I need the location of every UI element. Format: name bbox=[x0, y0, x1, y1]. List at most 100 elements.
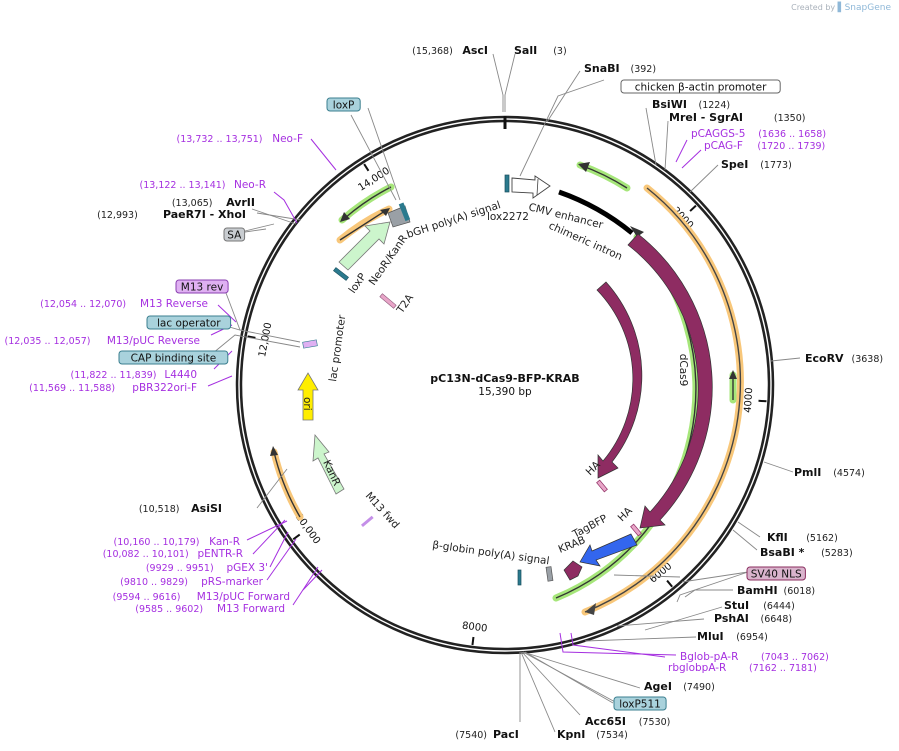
t2a-feature[interactable] bbox=[379, 293, 397, 309]
neor-kanr-feature[interactable] bbox=[338, 221, 391, 271]
restriction-site-asci[interactable]: AscI(15,368) bbox=[412, 44, 488, 57]
restriction-site-kfli[interactable]: KflI(5162) bbox=[767, 531, 838, 544]
tick-mark-6000 bbox=[666, 579, 673, 588]
site-position: (7530) bbox=[639, 717, 671, 728]
restriction-site-spei[interactable]: SpeI(1773) bbox=[721, 158, 792, 171]
primer-kan-r[interactable]: Kan-R(10,160 .. 10,179) bbox=[114, 536, 240, 548]
feature-box-cap-binding-site[interactable]: CAP binding site bbox=[118, 350, 229, 365]
tagbfp-feature[interactable] bbox=[579, 533, 638, 567]
restriction-site-bsiwi[interactable]: BsiWI(1224) bbox=[652, 98, 730, 111]
site-position: (1224) bbox=[699, 100, 731, 111]
primer-position: (12,054 .. 12,070) bbox=[40, 299, 126, 310]
site-position: (13,065) bbox=[172, 198, 213, 209]
site-position: (392) bbox=[631, 64, 657, 75]
restriction-site-avrii[interactable]: AvrII(13,065) bbox=[172, 196, 255, 209]
bgh-lox-feature[interactable] bbox=[398, 202, 411, 222]
primer-position: (7043 .. 7062) bbox=[761, 652, 829, 663]
restriction-site-pshai[interactable]: PshAI(6648) bbox=[714, 612, 792, 625]
ha-tag-1[interactable] bbox=[596, 479, 608, 493]
feature-box-label: SA bbox=[227, 230, 242, 242]
feature-box-sv40-nls[interactable]: SV40 NLS bbox=[746, 566, 806, 581]
dcas9-feature[interactable] bbox=[627, 233, 713, 529]
feature-box-label: chicken β-actin promoter bbox=[635, 82, 767, 94]
primer-position: (9810 .. 9829) bbox=[120, 577, 188, 588]
m13-fwd-feature[interactable] bbox=[360, 515, 374, 528]
feature-box-loxp511[interactable]: loxP511 bbox=[613, 696, 667, 711]
feature-box-sa[interactable]: SA bbox=[223, 227, 246, 242]
sa-box-leader bbox=[244, 228, 267, 233]
cmv-enhancer-arrow[interactable] bbox=[511, 175, 551, 199]
lox-feature-bottom[interactable] bbox=[517, 569, 522, 586]
restriction-site-agei[interactable]: AgeI (7490) bbox=[644, 680, 715, 693]
primer-position: (11,822 .. 11,839) bbox=[71, 370, 157, 381]
krab-label: KRAB bbox=[557, 534, 588, 556]
dcas9-label: dCas9 bbox=[677, 354, 689, 387]
feature-box-loxp[interactable]: loxP bbox=[326, 97, 361, 112]
restriction-site-stui[interactable]: StuI(6444) bbox=[724, 599, 795, 612]
loxp-feature[interactable] bbox=[333, 267, 349, 281]
kanr-label: KanR bbox=[320, 458, 342, 488]
feature-box-bg bbox=[746, 566, 806, 581]
restriction-site-kpni[interactable]: KpnI(7534) bbox=[557, 728, 628, 741]
orf-orange-main-line bbox=[584, 187, 742, 613]
site-position: (5283) bbox=[821, 548, 853, 559]
primer-prs-marker[interactable]: pRS-marker(9810 .. 9829) bbox=[120, 576, 264, 588]
site-position: (1350) bbox=[774, 113, 806, 124]
primer-name: M13/pUC Reverse bbox=[107, 335, 200, 347]
primer-pentr-r[interactable]: pENTR-R (10,082 .. 10,101) bbox=[103, 548, 243, 560]
feature-box-chicken-actin-promoter[interactable]: chicken β-actin promoter bbox=[620, 79, 781, 94]
primer-pcag-f[interactable]: pCAG-F(1720 .. 1739) bbox=[704, 140, 825, 152]
lac-operator-feature[interactable] bbox=[302, 339, 318, 349]
gray-feature[interactable] bbox=[545, 566, 554, 582]
primer-rbglobpa-r[interactable]: rbglobpA-R(7162 .. 7181) bbox=[668, 662, 817, 674]
restriction-site-bsabi-[interactable]: BsaBI *(5283) bbox=[760, 546, 853, 559]
feature-box-bg bbox=[326, 97, 361, 112]
restriction-site-snabi[interactable]: SnaBI(392) bbox=[584, 62, 656, 75]
kanr-feature[interactable] bbox=[312, 433, 345, 495]
cmv-enhancer-feature[interactable] bbox=[511, 175, 551, 199]
feature-box-label: SV40 NLS bbox=[751, 569, 802, 581]
restriction-site-acc65i[interactable]: Acc65I(7530) bbox=[585, 715, 670, 728]
primer-neo-r[interactable]: Neo-R(13,122 .. 13,141) bbox=[140, 179, 266, 191]
krab-feature[interactable] bbox=[563, 560, 583, 581]
lox2272-feature[interactable] bbox=[504, 174, 510, 193]
primer-pbr322ori-f[interactable]: pBR322ori-F(11,569 .. 11,588) bbox=[29, 382, 197, 394]
primer-name: Neo-F bbox=[272, 133, 303, 145]
orf-orange-arrow-icon bbox=[585, 603, 596, 615]
primer-name: pENTR-R bbox=[197, 548, 243, 560]
site-position: (7534) bbox=[596, 730, 628, 741]
primer-m13-reverse[interactable]: M13 Reverse(12,054 .. 12,070) bbox=[40, 298, 208, 310]
ha-tag-2[interactable] bbox=[630, 523, 642, 537]
primer-l4440[interactable]: L4440 (11,822 .. 11,839) bbox=[71, 369, 197, 381]
restriction-site-sali[interactable]: SalI(3) bbox=[514, 44, 567, 57]
primer-pcaggs-5[interactable]: pCAGGS-5(1636 .. 1658) bbox=[691, 128, 826, 140]
restriction-site-ecorv[interactable]: EcoRV(3638) bbox=[805, 352, 883, 365]
primer-m13-puc-forward[interactable]: M13/pUC Forward(9594 .. 9616) bbox=[113, 591, 290, 603]
primer-m13-puc-reverse[interactable]: M13/pUC Reverse(12,035 .. 12,057) bbox=[5, 335, 200, 347]
primer-position: (7162 .. 7181) bbox=[749, 663, 817, 674]
restriction-site-paci[interactable]: PacI(7540) bbox=[455, 728, 518, 741]
primer-neo-f[interactable]: Neo-F(13,732 .. 13,751) bbox=[177, 133, 303, 145]
credit-prefix: Created by bbox=[791, 3, 836, 12]
restriction-site-mlui[interactable]: MluI(6954) bbox=[697, 630, 768, 643]
restriction-site-bamhi[interactable]: BamHI(6018) bbox=[737, 584, 815, 597]
restriction-site-pmli[interactable]: PmlI(4574) bbox=[794, 466, 865, 479]
restriction-site-paer7i-xhoi[interactable]: PaeR7I - XhoI(12,993) bbox=[97, 208, 246, 221]
site-position: (7490) bbox=[683, 682, 715, 693]
restriction-site-asisi[interactable]: AsiSI(10,518) bbox=[139, 502, 222, 515]
site-name: AgeI bbox=[644, 680, 672, 693]
primer-pgex-3-[interactable]: pGEX 3'(9929 .. 9951) bbox=[146, 562, 268, 574]
feature-box-m13-rev[interactable]: M13 rev bbox=[175, 279, 229, 294]
tick-mark-2000 bbox=[689, 204, 697, 212]
feature-box-lac-operator[interactable]: lac operator bbox=[146, 315, 232, 330]
site-name: PaeR7I - XhoI bbox=[163, 208, 246, 221]
restriction-site-mrei-sgrai[interactable]: MreI - SgrAI(1350) bbox=[669, 111, 805, 124]
primer-bglob-pa-r[interactable]: Bglob-pA-R(7043 .. 7062) bbox=[680, 651, 829, 663]
primer-position: (10,082 .. 10,101) bbox=[103, 549, 189, 560]
cas9-feature[interactable] bbox=[596, 281, 643, 479]
primer-name: L4440 bbox=[164, 369, 197, 381]
chimeric-intron-feature[interactable] bbox=[558, 189, 634, 235]
ori-feature[interactable] bbox=[297, 372, 319, 421]
ha-label-2: HA bbox=[616, 504, 636, 524]
primer-m13-forward[interactable]: M13 Forward(9585 .. 9602) bbox=[135, 603, 285, 615]
